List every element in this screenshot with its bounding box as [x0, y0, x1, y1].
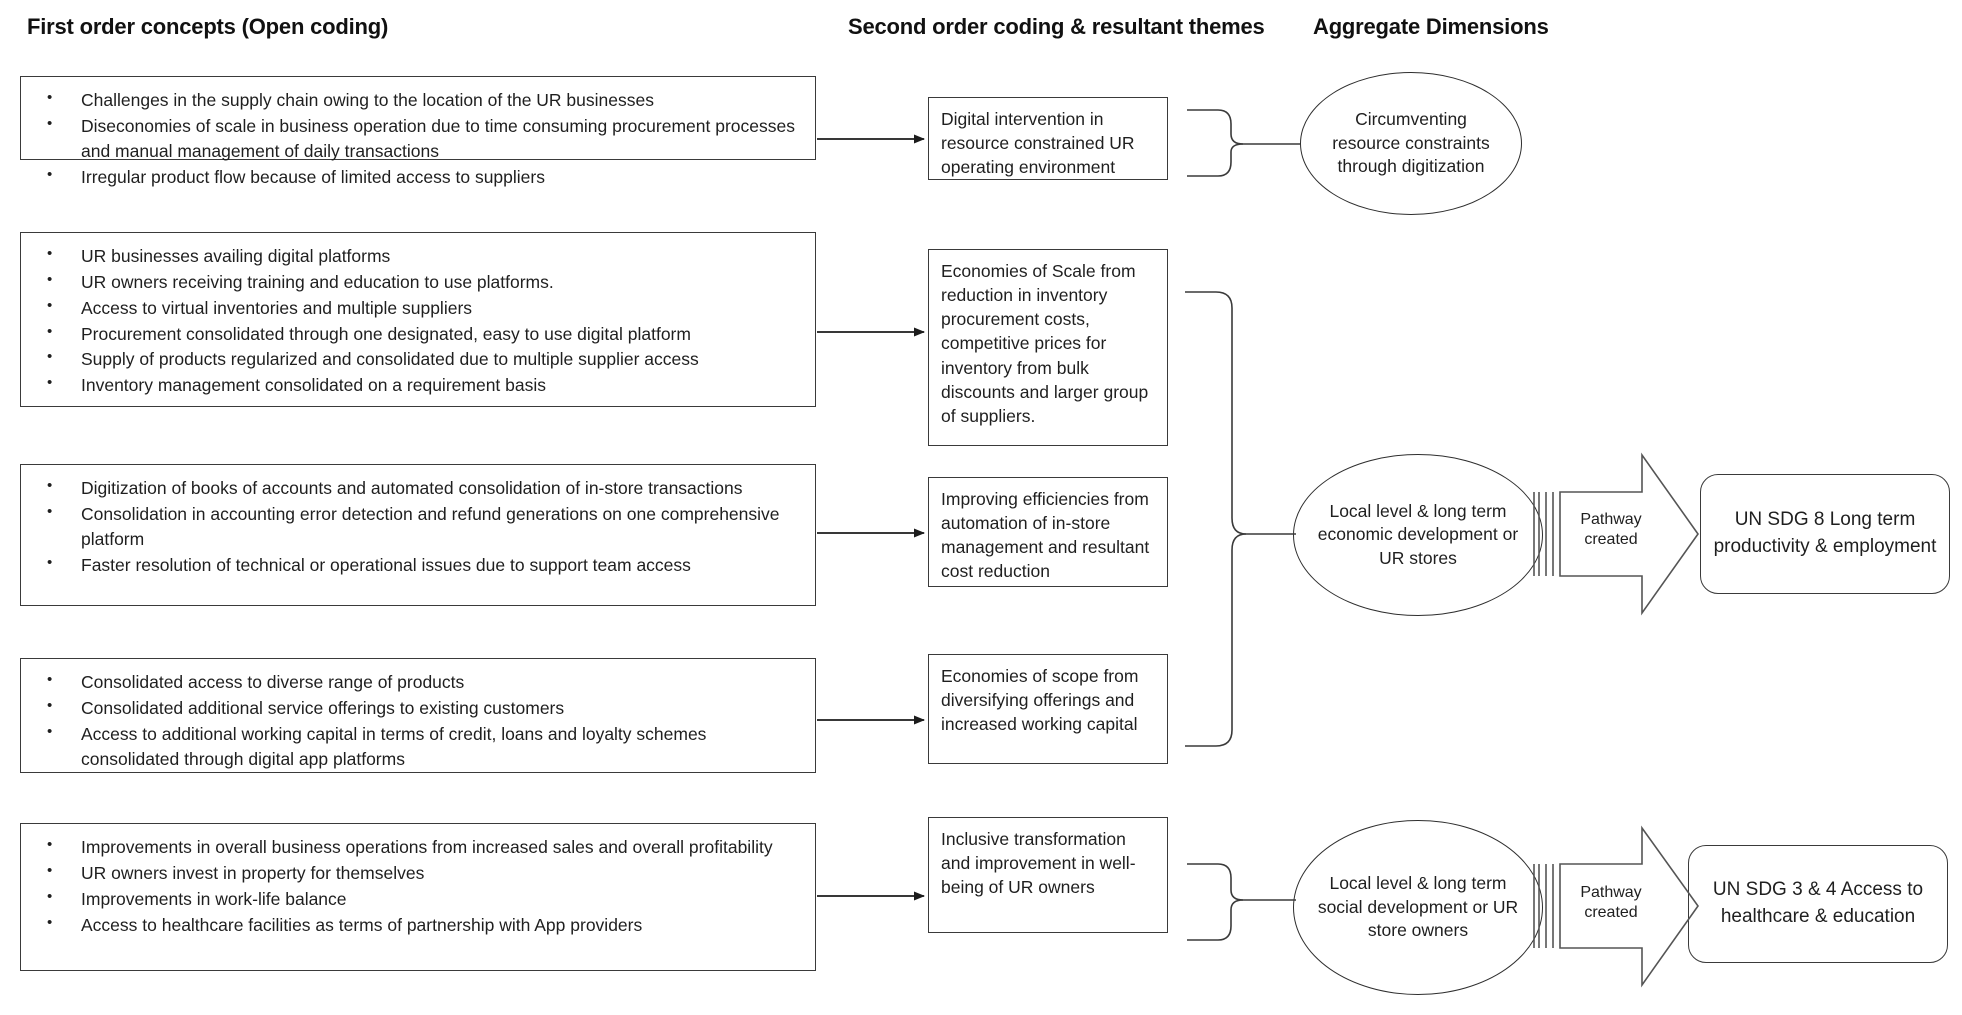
first-order-box-digital-platforms: UR businesses availing digital platforms…	[20, 232, 816, 407]
concept-item: Consolidation in accounting error detect…	[31, 501, 805, 552]
concept-item: UR owners receiving training and educati…	[31, 269, 805, 295]
concept-list: Challenges in the supply chain owing to …	[31, 87, 805, 190]
second-order-theme-economies-of-scale: Economies of Scale from reduction in inv…	[928, 249, 1168, 446]
concept-item: Access to virtual inventories and multip…	[31, 295, 805, 321]
concept-item: Improvements in work-life balance	[31, 886, 805, 912]
first-order-box-supply-chain: Challenges in the supply chain owing to …	[20, 76, 816, 187]
concept-item: Access to additional working capital in …	[31, 721, 805, 772]
brace-themes234-to-dimension	[1185, 291, 1296, 747]
second-order-theme-inclusive-transformation: Inclusive transformation and improvement…	[928, 817, 1168, 933]
pathway-created-label-economic: Pathway created	[1580, 511, 1642, 548]
pathway-block-arrow-economic	[1533, 452, 1699, 616]
outcome-label: UN SDG 3 & 4 Access to healthcare & educ…	[1712, 879, 1924, 927]
aggregate-dimension-economic-development: Local level & long term economic develop…	[1293, 454, 1543, 616]
concept-item: Digitization of books of accounts and au…	[31, 475, 805, 501]
concept-list: Consolidated access to diverse range of …	[31, 669, 805, 772]
first-order-box-business-improvements: Improvements in overall business operati…	[20, 823, 816, 971]
concept-item: Inventory management consolidated on a r…	[31, 372, 805, 398]
heading-aggregate-dimensions: Aggregate Dimensions	[1313, 14, 1549, 39]
concept-item: Challenges in the supply chain owing to …	[31, 87, 805, 113]
concept-item: UR owners invest in property for themsel…	[31, 860, 805, 886]
concept-item: Supply of products regularized and conso…	[31, 346, 805, 372]
concept-list: Digitization of books of accounts and au…	[31, 475, 805, 578]
pathway-created-label-social: Pathway created	[1580, 884, 1642, 921]
concept-item: Access to healthcare facilities as terms…	[31, 912, 805, 938]
concept-item: Consolidated access to diverse range of …	[31, 669, 805, 695]
second-order-theme-improving-efficiencies: Improving efficiencies from automation o…	[928, 477, 1168, 587]
outcome-box-sdg34: UN SDG 3 & 4 Access to healthcare & educ…	[1688, 845, 1948, 963]
concept-item: Procurement consolidated through one des…	[31, 321, 805, 347]
concept-item: Improvements in overall business operati…	[31, 834, 805, 860]
brace-theme1-to-dimension	[1187, 109, 1300, 177]
outcome-label: UN SDG 8 Long term productivity & employ…	[1713, 509, 1937, 557]
pathway-block-arrow-social	[1533, 825, 1699, 988]
concept-item: UR businesses availing digital platforms	[31, 243, 805, 269]
outcome-box-sdg8: UN SDG 8 Long term productivity & employ…	[1700, 474, 1950, 594]
concept-item: Diseconomies of scale in business operat…	[31, 113, 805, 164]
concept-item: Consolidated additional service offering…	[31, 695, 805, 721]
aggregate-dimension-circumventing: Circumventing resource constraints throu…	[1300, 72, 1522, 215]
first-order-box-digitization-accounts: Digitization of books of accounts and au…	[20, 464, 816, 606]
aggregate-dimension-label: Local level & long term economic develop…	[1317, 500, 1519, 568]
concept-list: Improvements in overall business operati…	[31, 834, 805, 938]
aggregate-dimension-social-development: Local level & long term social developme…	[1293, 820, 1543, 995]
brace-theme5-to-dimension	[1187, 863, 1296, 941]
aggregate-dimension-label: Local level & long term social developme…	[1317, 873, 1519, 941]
heading-first-order-concepts: First order concepts (Open coding)	[27, 14, 389, 39]
heading-second-order-coding: Second order coding & resultant themes	[848, 14, 1265, 39]
second-order-theme-digital-intervention: Digital intervention in resource constra…	[928, 97, 1168, 180]
concept-list: UR businesses availing digital platforms…	[31, 243, 805, 398]
concept-item: Faster resolution of technical or operat…	[31, 552, 805, 578]
concept-item: Irregular product flow because of limite…	[31, 164, 805, 190]
aggregate-dimension-label: Circumventing resource constraints throu…	[1332, 109, 1490, 177]
first-order-box-diverse-products: Consolidated access to diverse range of …	[20, 658, 816, 773]
second-order-theme-economies-of-scope: Economies of scope from diversifying off…	[928, 654, 1168, 764]
